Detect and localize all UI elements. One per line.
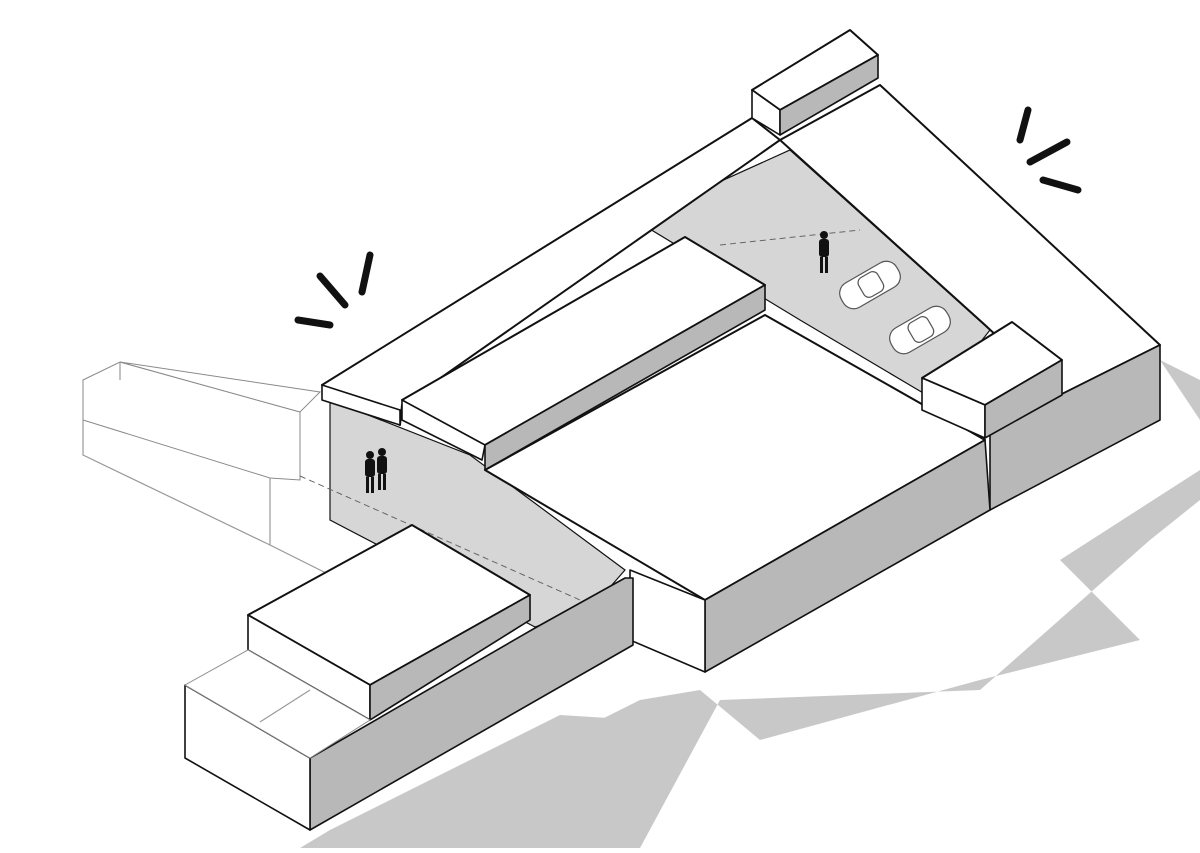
right-wing: [751, 29, 1161, 511]
central-bar: [401, 236, 766, 471]
front-block: [183, 524, 634, 831]
cars: [839, 260, 951, 355]
person-figure: [365, 451, 375, 493]
person-figure: [819, 231, 829, 273]
long-wing: [321, 117, 781, 426]
shadow-front: [300, 690, 700, 848]
neighbor-ghost-building: [82, 361, 361, 591]
ground-shadows: [300, 360, 1200, 848]
car: [839, 260, 901, 310]
corner-box: [921, 321, 1063, 439]
car: [889, 305, 951, 355]
person-figure: [377, 448, 387, 490]
people: [365, 231, 829, 493]
square-block: [484, 314, 991, 673]
burst-right: [1016, 106, 1082, 194]
burst-left: [294, 251, 374, 329]
